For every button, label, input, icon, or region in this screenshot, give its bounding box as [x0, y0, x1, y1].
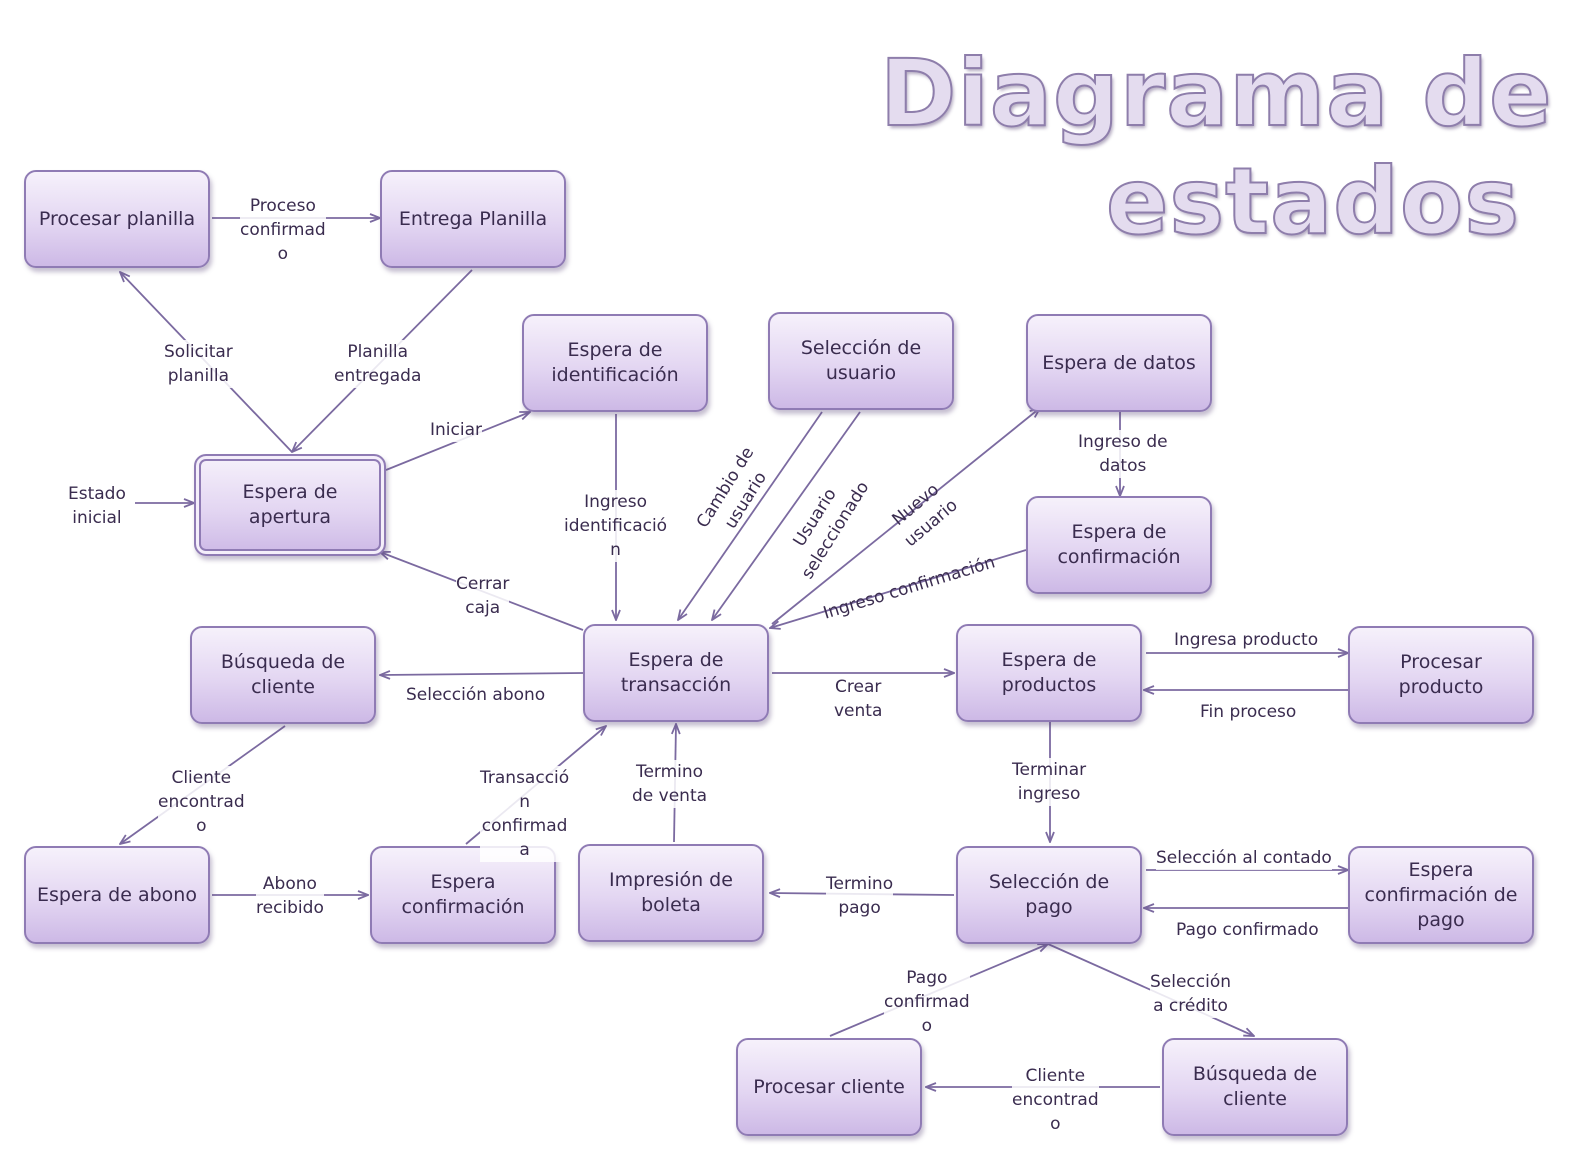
label-fin-proceso: Fin proceso [1200, 700, 1297, 724]
arrow-cambio-usuario [678, 411, 823, 620]
state-espera-datos: Espera de datos [1026, 314, 1212, 412]
state-espera-confirmacion-pago: Espera confirmación de pago [1348, 846, 1534, 944]
label-ingresa-producto: Ingresa producto [1174, 628, 1319, 652]
state-busqueda-cliente-credito: Búsqueda de cliente [1162, 1038, 1348, 1136]
state-procesar-cliente: Procesar cliente [736, 1038, 922, 1136]
title-line-2: estados [1105, 147, 1520, 256]
label-pago-confirmado: Pago confirmado [1176, 918, 1319, 942]
label-seleccion-abono: Selección abono [406, 683, 546, 707]
state-impresion-boleta: Impresión de boleta [578, 844, 764, 942]
arrow-seleccion-abono [380, 673, 584, 675]
state-seleccion-pago: Selección de pago [956, 846, 1142, 944]
state-procesar-producto: Procesar producto [1348, 626, 1534, 724]
label-iniciar: Iniciar [430, 418, 482, 442]
state-espera-apertura: Espera de apertura [194, 454, 386, 556]
state-espera-abono: Espera de abono [24, 846, 210, 944]
state-espera-identificacion: Espera de identificación [522, 314, 708, 412]
state-procesar-planilla: Procesar planilla [24, 170, 210, 268]
arrow-usuario-seleccionado [712, 411, 861, 620]
state-espera-productos: Espera de productos [956, 624, 1142, 722]
state-seleccion-usuario: Selección de usuario [768, 312, 954, 410]
state-espera-confirmacion-abono: Espera confirmación [370, 846, 556, 944]
arrow-nuevo-usuario [771, 408, 1040, 625]
title-line-1: Diagrama de [879, 39, 1553, 148]
state-espera-transaccion: Espera de transacción [583, 624, 769, 722]
state-busqueda-cliente-abono: Búsqueda de cliente [190, 626, 376, 724]
label-seleccion-contado: Selección al contado [1156, 846, 1332, 870]
arrow-ingreso-confirmacion [770, 549, 1027, 628]
state-espera-confirmacion: Espera de confirmación [1026, 496, 1212, 594]
state-entrega-planilla: Entrega Planilla [380, 170, 566, 268]
diagram-title: Diagrama de estados [879, 39, 1553, 256]
